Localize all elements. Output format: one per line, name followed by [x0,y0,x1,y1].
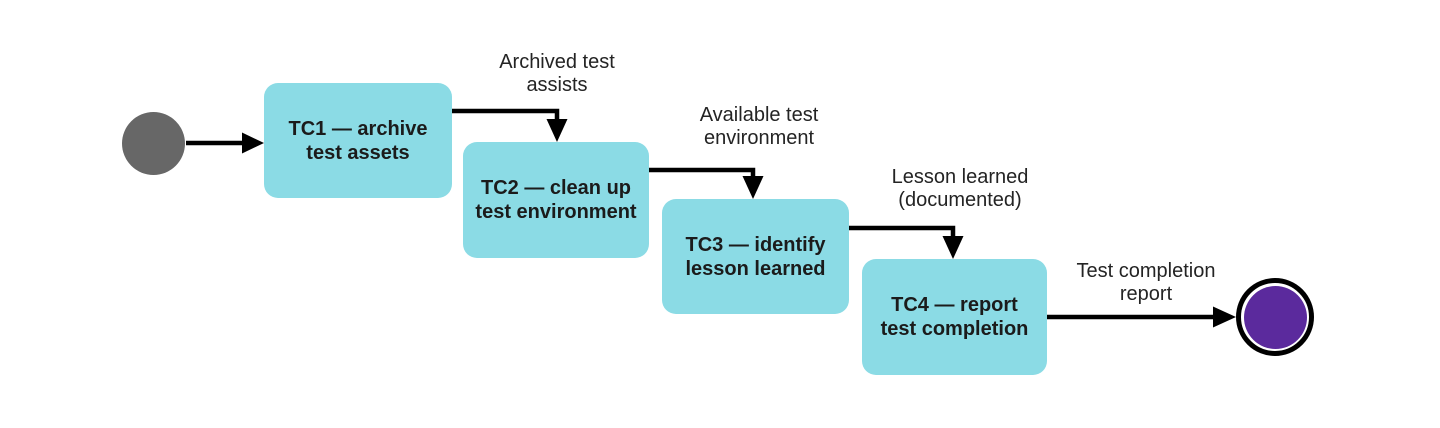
edge-label-line: Available test [699,104,819,126]
task-node-tc2: TC2 — clean up test environment [463,142,649,258]
arrowhead-tc3-tc4 [942,236,964,259]
task-label-line: test environment [475,201,637,223]
edge-label-line: report [1119,283,1173,305]
arrowhead-tc2-tc3 [742,176,764,199]
edge-label-available-test-environment: Available test environment [644,104,874,150]
end-node [1236,278,1314,356]
task-label-line: TC3 — identify [685,233,826,256]
task-label-line: TC4 — report [891,294,1018,316]
task-label-line: TC1 — archive [288,117,428,140]
task-node-tc3-label: TC3 — identify lesson learned [685,233,825,281]
connector-tc3-tc4 [849,225,956,238]
task-label-line: test completion [880,318,1029,340]
connector-tc2-tc3 [649,167,756,178]
task-node-tc3: TC3 — identify lesson learned [662,199,849,314]
arrowhead-tc4-end [1213,306,1236,328]
edge-label-line: Lesson learned [891,166,1029,188]
edge-label-test-completion-report: Test completion report [1031,260,1261,306]
task-node-tc2-label: TC2 — clean up test environment [475,176,636,224]
task-node-tc1: TC1 — archive test assets [264,83,452,198]
edge-label-line: Test completion [1076,260,1216,282]
end-node-core [1243,285,1307,349]
edge-label-line: assists [526,74,588,96]
edge-label-archived-test-assists: Archived test assists [442,51,672,97]
arrowhead-tc1-tc2 [546,119,568,142]
edge-label-line: (documented) [898,189,1022,211]
edge-label-line: environment [703,127,815,149]
task-node-tc4-label: TC4 — report test completion [881,293,1029,341]
task-node-tc1-label: TC1 — archive test assets [289,117,428,165]
task-label-line: lesson learned [685,257,826,280]
task-label-line: test assets [306,141,410,164]
edge-label-line: Archived test [499,51,615,73]
task-node-tc4: TC4 — report test completion [862,259,1047,375]
arrowhead-start-tc1 [242,132,264,154]
edge-label-lesson-learned-documented: Lesson learned (documented) [845,166,1075,212]
start-node [122,112,185,175]
task-label-line: TC2 — clean up [480,177,632,199]
connector-tc1-tc2 [452,108,560,121]
